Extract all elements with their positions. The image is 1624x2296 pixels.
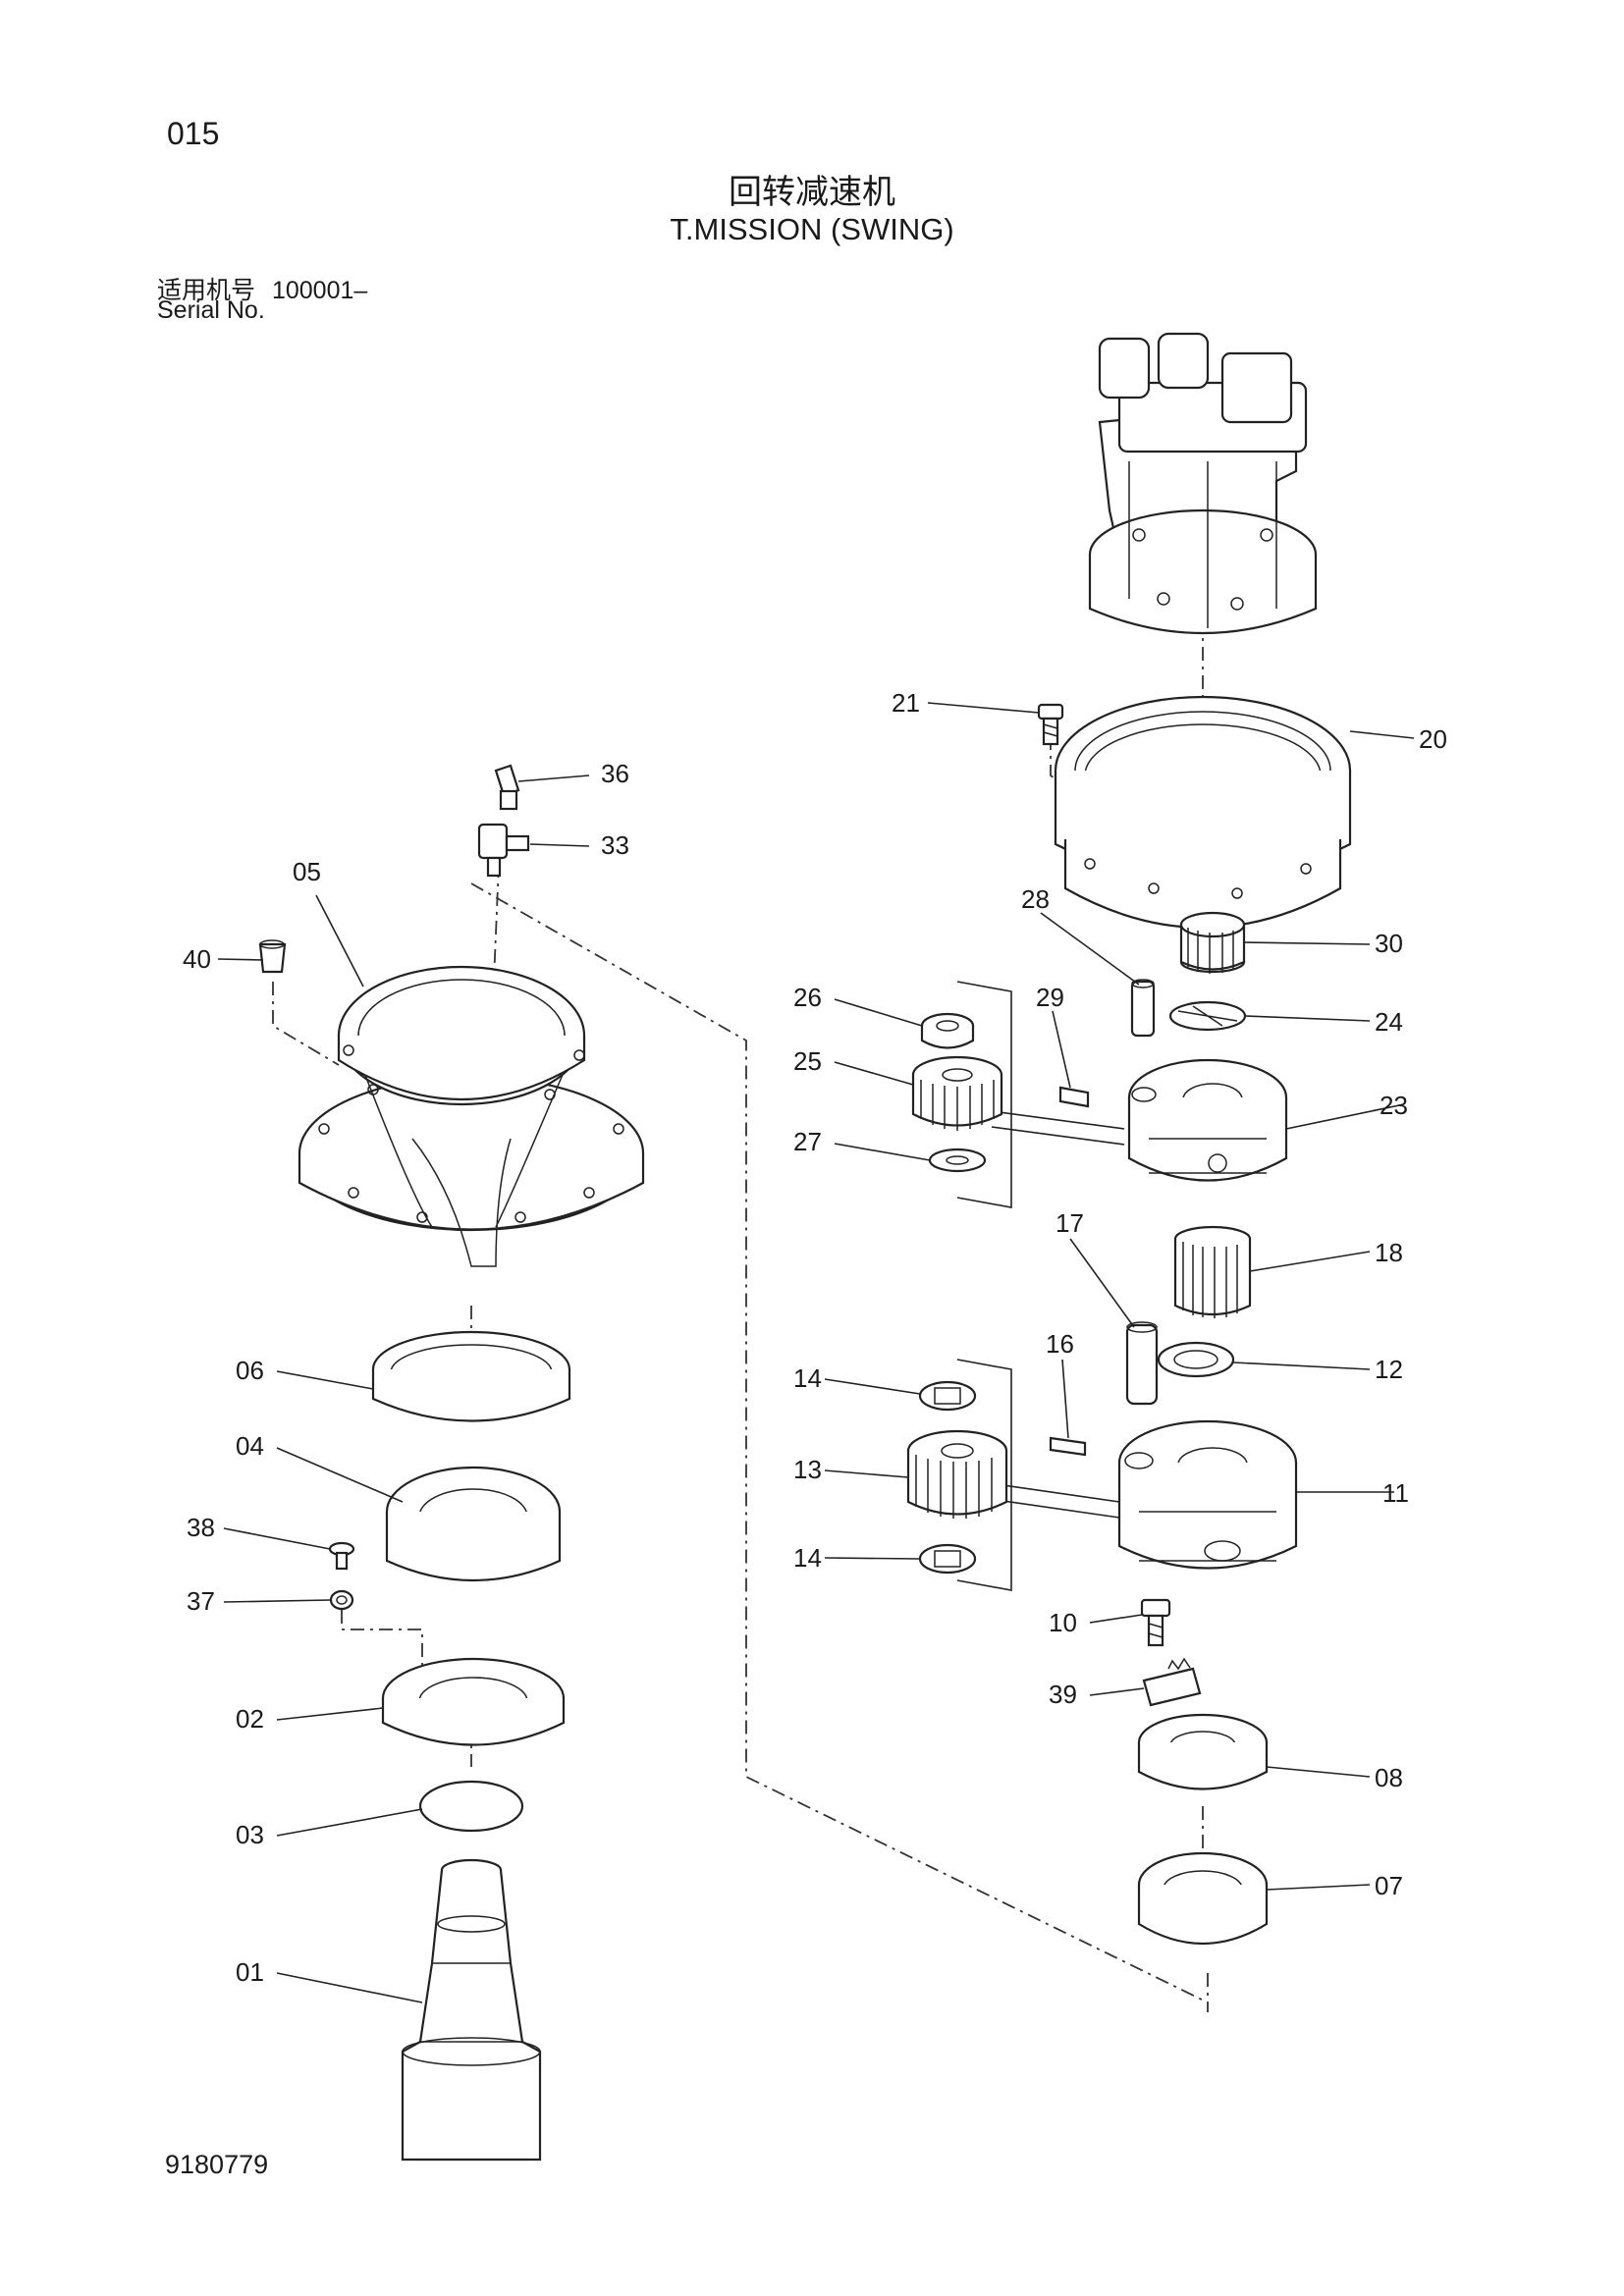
callout-24: 24 <box>1375 1007 1403 1037</box>
callout-26: 26 <box>793 983 822 1012</box>
pin-28 <box>1130 979 1156 1038</box>
callout-23: 23 <box>1380 1091 1408 1120</box>
sun-gear-18 <box>1173 1225 1252 1318</box>
callout-13: 13 <box>793 1455 822 1484</box>
shaft-line-upper-2 <box>991 1126 1125 1146</box>
callout-30: 30 <box>1375 929 1403 958</box>
axis-plug-37 <box>341 1610 423 1669</box>
lock-plate-39 <box>1142 1657 1202 1707</box>
o-ring-03 <box>418 1780 524 1833</box>
callout-17: 17 <box>1056 1208 1084 1238</box>
page-number: 015 <box>167 116 220 151</box>
shaft-01 <box>401 1858 542 2162</box>
ring-gear-20 <box>1054 695 1352 930</box>
callout-03: 03 <box>236 1820 264 1849</box>
callout-38: 38 <box>187 1513 215 1542</box>
thrust-washer-27 <box>928 1148 987 1173</box>
grease-fitting-36 <box>494 764 520 811</box>
plug-40 <box>258 939 287 974</box>
bracket-upper <box>956 981 1012 1208</box>
callout-08: 08 <box>1375 1763 1403 1792</box>
callout-labels: 36 33 05 40 06 04 38 37 02 03 01 21 20 2… <box>183 688 1447 1987</box>
planet-gear-13 <box>906 1429 1008 1519</box>
callout-20: 20 <box>1419 724 1447 754</box>
pin-29 <box>1058 1086 1090 1108</box>
elbow-33 <box>477 823 530 878</box>
plug-37 <box>329 1589 354 1611</box>
callout-37: 37 <box>187 1586 215 1616</box>
axis-plug <box>272 982 340 1066</box>
callout-36: 36 <box>601 759 629 788</box>
axis-bearing-to-motor <box>470 882 1209 2003</box>
leader-lines <box>217 702 1415 2003</box>
callout-04: 04 <box>236 1431 264 1461</box>
thrust-washer-14-lower <box>918 1543 977 1575</box>
callout-25: 25 <box>793 1046 822 1076</box>
title-chinese: 回转减速机 <box>729 174 895 211</box>
callout-33: 33 <box>601 830 629 860</box>
callout-06: 06 <box>236 1356 264 1385</box>
housing-05 <box>298 965 645 1267</box>
needle-bearing-26 <box>920 1012 975 1049</box>
callout-02: 02 <box>236 1704 264 1734</box>
bracket-lines <box>956 981 1125 1591</box>
shaft-line-upper-1 <box>991 1110 1125 1130</box>
bolt-21 <box>1037 703 1064 746</box>
callout-28: 28 <box>1021 884 1050 914</box>
document-number: 9180779 <box>165 2150 269 2179</box>
callout-29: 29 <box>1036 983 1064 1012</box>
callout-07: 07 <box>1375 1871 1403 1900</box>
carrier-23 <box>1127 1058 1288 1182</box>
callout-14-lower: 14 <box>793 1543 822 1573</box>
seal-ring-06 <box>371 1330 571 1422</box>
callout-27: 27 <box>793 1127 822 1156</box>
thrust-washer-14-upper <box>918 1380 977 1412</box>
callout-11: 11 <box>1382 1478 1409 1508</box>
serial-label-en: Serial No. <box>157 296 265 324</box>
serial-value: 100001– <box>271 277 368 304</box>
pin-16 <box>1049 1436 1087 1457</box>
roller-bearing-04 <box>385 1466 562 1582</box>
callout-18: 18 <box>1375 1238 1403 1267</box>
callout-39: 39 <box>1049 1680 1077 1709</box>
bolt-10 <box>1140 1598 1171 1647</box>
callout-40: 40 <box>183 944 211 974</box>
carrier-11 <box>1117 1419 1298 1570</box>
thrust-plate-24 <box>1168 1000 1247 1032</box>
sun-gear-30 <box>1179 911 1246 974</box>
callout-12: 12 <box>1375 1355 1403 1384</box>
callout-21: 21 <box>892 688 920 718</box>
cover-02 <box>381 1657 566 1746</box>
serial-label-cn: 适用机号 <box>157 277 256 304</box>
callout-01: 01 <box>236 1957 264 1987</box>
screw-38 <box>328 1541 355 1571</box>
serial-applicability: 适用机号 100001– <box>157 271 367 306</box>
swing-motor-assembly <box>1088 332 1318 635</box>
pin-17 <box>1125 1321 1159 1406</box>
callout-16: 16 <box>1046 1329 1074 1359</box>
thrust-washer-12 <box>1157 1341 1235 1378</box>
title-english: T.MISSION (SWING) <box>670 212 954 246</box>
callout-05: 05 <box>293 857 321 886</box>
shaft-line-lower-2 <box>996 1499 1120 1519</box>
callout-14-upper: 14 <box>793 1363 822 1393</box>
bracket-lower <box>956 1359 1012 1591</box>
collar-08 <box>1137 1713 1269 1790</box>
shaft-line-lower-1 <box>996 1483 1120 1503</box>
planet-gear-25 <box>911 1055 1003 1131</box>
roller-bearing-07 <box>1137 1851 1269 1945</box>
callout-10: 10 <box>1049 1608 1077 1637</box>
